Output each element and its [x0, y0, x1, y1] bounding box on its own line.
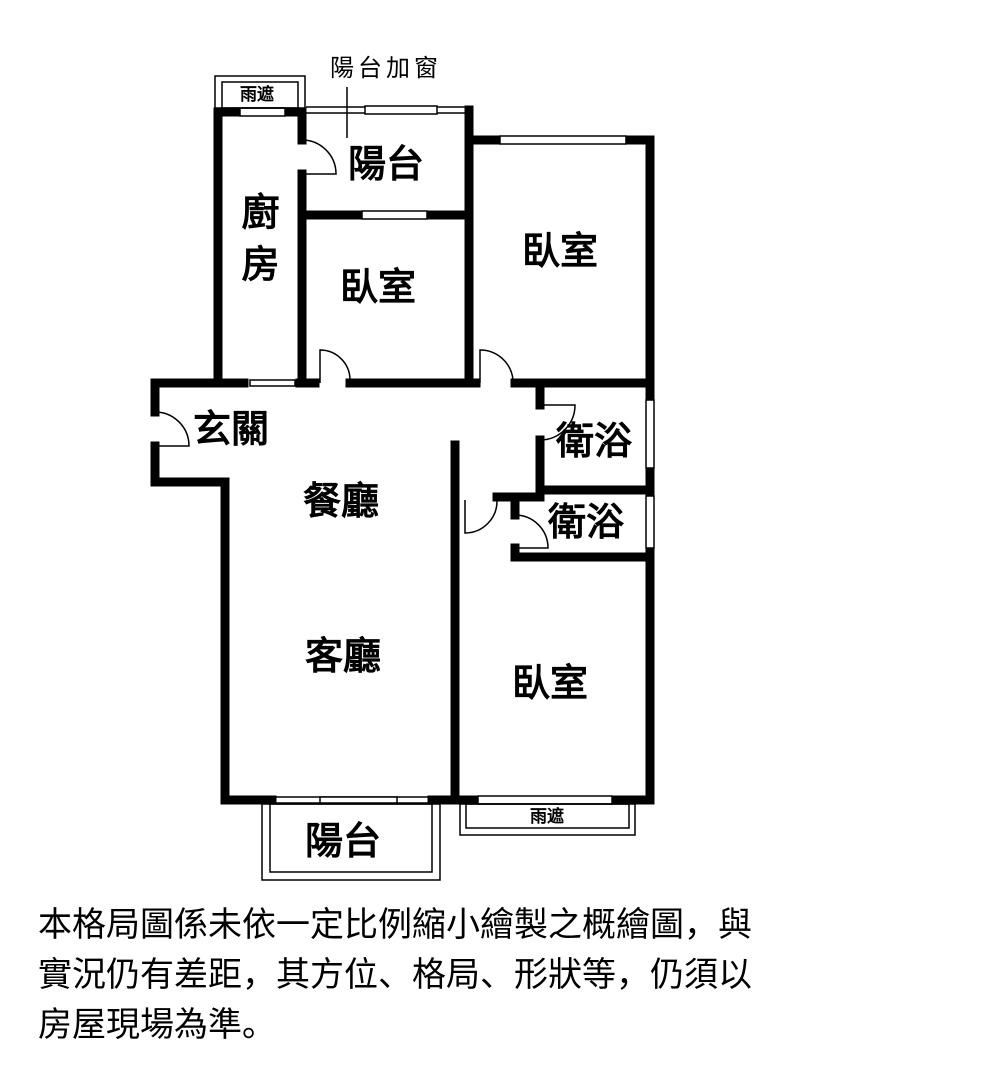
caption-line: 房屋現場為準。: [38, 1005, 276, 1045]
bedroom-small-label: 臥室: [340, 265, 417, 309]
rain-cover-bottom-label: 雨遮: [530, 807, 564, 827]
walls: [150, 105, 655, 805]
entrance-label: 玄關: [193, 407, 270, 451]
disclaimer-caption: 本格局圖係未依一定比例縮小繪製之概繪圖，與 實況仍有差距，其方位、格局、形狀等，…: [38, 900, 938, 1050]
caption-line: 實況仍有差距，其方位、格局、形狀等，仍須以: [38, 955, 752, 995]
bathroom-1-label: 衛浴: [556, 419, 633, 463]
balcony-bottom-label: 陽台: [305, 819, 382, 863]
bedroom-top-right-label: 臥室: [522, 229, 599, 273]
balcony-window-note: 陽台加窗: [330, 54, 442, 82]
balcony-top-label: 陽台: [348, 142, 425, 186]
rain-covers-and-balcony: [214, 75, 636, 881]
doors: [154, 139, 576, 549]
bathroom-2-label: 衛浴: [548, 500, 625, 544]
living-room-label: 客廳: [305, 634, 382, 678]
kitchen-label: 廚房: [235, 192, 279, 296]
windows: [239, 105, 655, 805]
rain-cover-top-label: 雨遮: [240, 85, 274, 105]
bedroom-bottom-right-label: 臥室: [512, 661, 589, 705]
caption-line: 本格局圖係未依一定比例縮小繪製之概繪圖，與: [38, 905, 752, 945]
dining-room-label: 餐廳: [303, 479, 380, 523]
